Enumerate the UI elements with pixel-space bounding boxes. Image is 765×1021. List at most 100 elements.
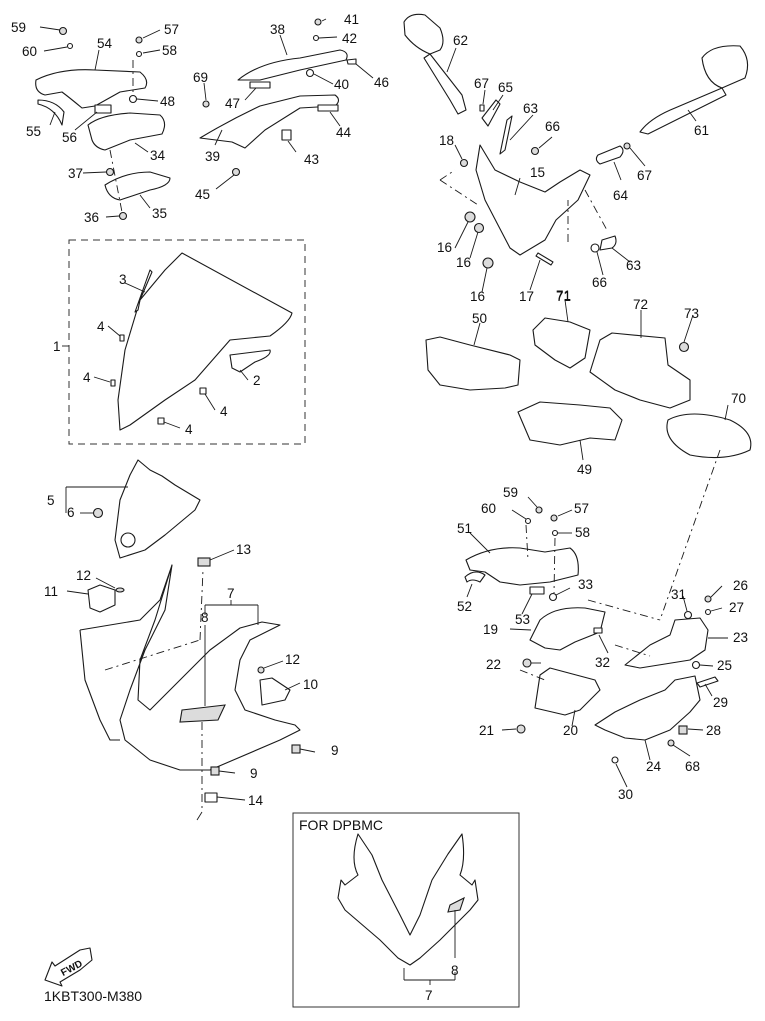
part-13-clip[interactable] [197,557,211,567]
callout-71[interactable]: 71 [556,288,571,303]
callout-12[interactable]: 12 [76,568,91,583]
part-60-washer-b[interactable] [524,517,532,525]
callout-33[interactable]: 33 [578,577,593,592]
part-50-duct[interactable] [425,336,521,391]
part-25-collar[interactable] [691,660,701,670]
callout-65[interactable]: 65 [498,80,513,95]
part-36-bolt[interactable] [118,211,128,221]
callout-53[interactable]: 53 [515,612,530,627]
part-34-cover[interactable] [87,112,166,151]
part-66-nut-b[interactable] [590,243,600,253]
part-11-bracket[interactable] [87,584,116,613]
part-27-washer[interactable] [704,608,712,616]
callout-7[interactable]: 7 [425,988,433,1003]
part-4-grommet-a[interactable] [119,334,125,342]
callout-8[interactable]: 8 [451,963,459,978]
callout-3[interactable]: 3 [119,272,127,287]
part-47-pad[interactable] [249,81,271,89]
callout-35[interactable]: 35 [152,206,167,221]
part-67-spacer-a[interactable] [479,104,485,112]
part-31-grommet[interactable] [683,610,693,620]
part-35-bracket[interactable] [104,171,171,201]
callout-29[interactable]: 29 [713,695,728,710]
part-58-washer[interactable] [135,50,143,58]
callout-43[interactable]: 43 [304,152,319,167]
part-56-pad[interactable] [94,104,112,114]
callout-55[interactable]: 55 [26,124,41,139]
callout-69[interactable]: 69 [193,70,208,85]
part-59-bolt[interactable] [58,26,68,36]
callout-1[interactable]: 1 [53,339,61,354]
callout-4[interactable]: 4 [220,404,228,419]
callout-20[interactable]: 20 [563,723,578,738]
variant-front-cowl[interactable] [337,833,479,966]
callout-58[interactable]: 58 [575,525,590,540]
callout-30[interactable]: 30 [618,787,633,802]
part-24-under-cover[interactable] [594,675,701,741]
callout-50[interactable]: 50 [472,311,487,326]
callout-9[interactable]: 9 [331,743,339,758]
part-18-bolt[interactable] [459,158,469,168]
callout-38[interactable]: 38 [270,22,285,37]
callout-68[interactable]: 68 [685,759,700,774]
callout-47[interactable]: 47 [225,96,240,111]
callout-61[interactable]: 61 [694,123,709,138]
callout-4[interactable]: 4 [83,370,91,385]
part-12-screw-b[interactable] [257,666,265,674]
callout-4[interactable]: 4 [185,422,193,437]
callout-22[interactable]: 22 [486,657,501,672]
callout-2[interactable]: 2 [253,373,261,388]
part-52-trim[interactable] [464,571,486,583]
callout-48[interactable]: 48 [160,94,175,109]
callout-49[interactable]: 49 [577,462,592,477]
part-9-nut-b[interactable] [210,766,220,776]
part-9-nut-a[interactable] [291,744,301,754]
part-22-nut[interactable] [522,658,532,668]
part-51-inner-panel[interactable] [465,547,579,586]
part-45-bolt[interactable] [231,167,241,177]
part-21-bolt[interactable] [516,724,526,734]
part-70-duct[interactable] [666,413,752,459]
callout-51[interactable]: 51 [457,521,472,536]
part-23-cover[interactable] [624,617,709,669]
part-63-plate-b[interactable] [599,235,617,251]
part-16-grommet-b[interactable] [473,222,485,234]
callout-57[interactable]: 57 [164,22,179,37]
callout-40[interactable]: 40 [334,77,349,92]
callout-12[interactable]: 12 [285,652,300,667]
part-20-bracket[interactable] [534,667,601,716]
callout-16[interactable]: 16 [470,289,485,304]
callout-26[interactable]: 26 [733,578,748,593]
part-68-bolt[interactable] [667,739,675,747]
callout-67[interactable]: 67 [474,76,489,91]
part-5-inner-panel[interactable] [114,459,201,559]
part-2-trim[interactable] [229,349,271,373]
callout-73[interactable]: 73 [684,306,699,321]
part-62-mirror-left[interactable] [403,13,444,55]
part-64-plate[interactable] [595,145,624,165]
callout-23[interactable]: 23 [733,630,748,645]
callout-28[interactable]: 28 [706,723,721,738]
part-72-duct[interactable] [589,332,691,409]
part-37-nut[interactable] [105,167,115,177]
part-73-nut[interactable] [678,341,690,353]
part-71-duct[interactable] [532,317,591,369]
part-39-stay[interactable] [199,94,340,149]
part-17-bolt[interactable] [535,252,554,266]
callout-6[interactable]: 6 [67,505,75,520]
part-58-washer-b[interactable] [551,529,559,537]
callout-36[interactable]: 36 [84,210,99,225]
part-67-nut-b[interactable] [623,142,631,150]
part-42-washer[interactable] [312,34,320,42]
callout-60[interactable]: 60 [481,501,496,516]
part-1-windshield[interactable] [117,252,293,431]
part-4-grommet-b[interactable] [110,379,116,387]
callout-54[interactable]: 54 [97,36,113,51]
part-4-grommet-c[interactable] [199,387,207,395]
callout-42[interactable]: 42 [342,31,357,46]
callout-46[interactable]: 46 [374,75,389,90]
callout-24[interactable]: 24 [646,759,662,774]
part-12-screw-a[interactable] [115,587,125,593]
part-48-collar[interactable] [128,94,138,104]
callout-44[interactable]: 44 [336,125,352,140]
